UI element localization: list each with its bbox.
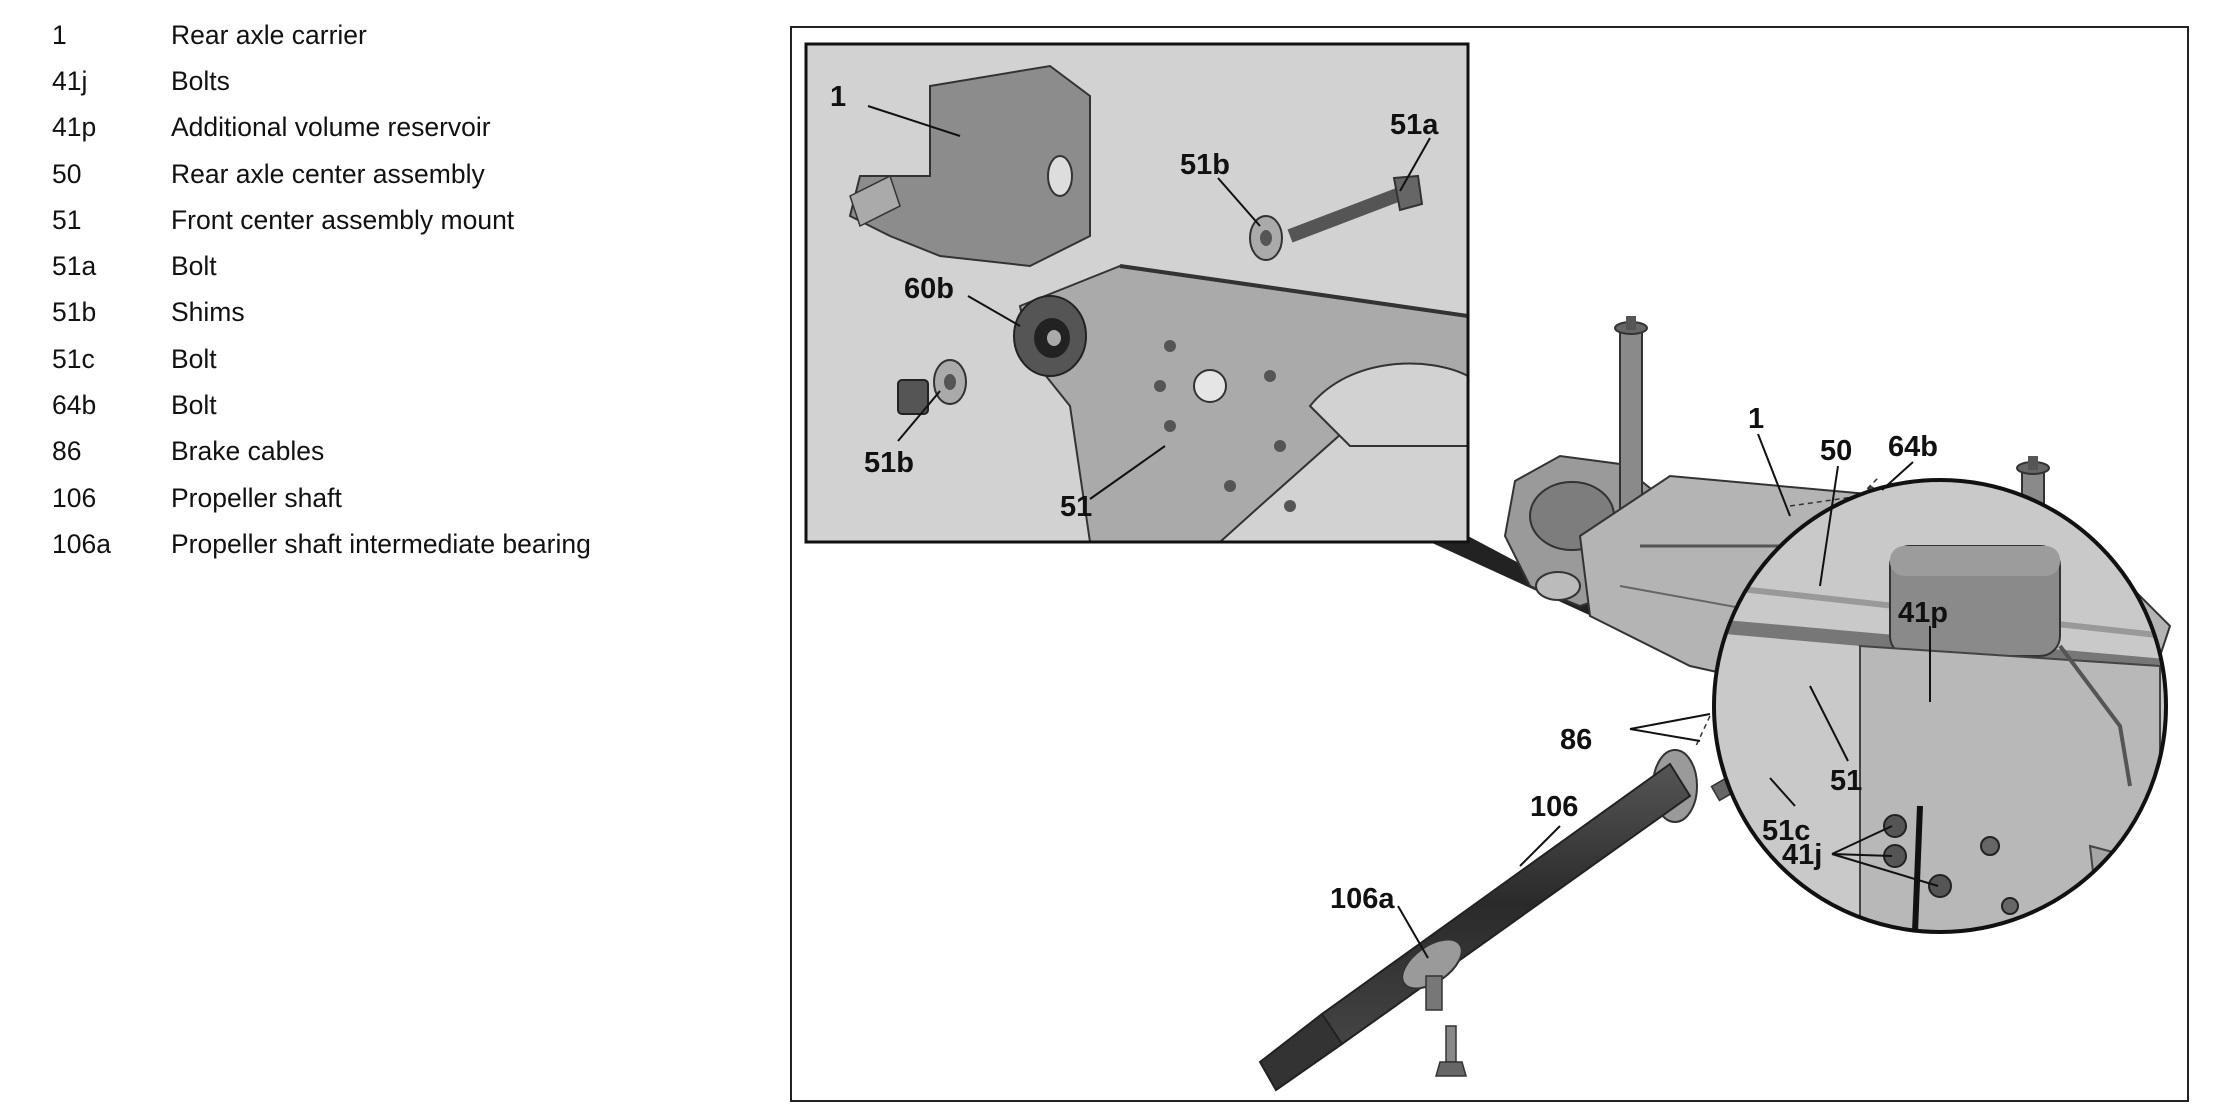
callout-60b-inset: 60b xyxy=(904,273,954,305)
callout-51b-inset-bottom: 51b xyxy=(864,447,914,479)
legend-label: Bolt xyxy=(171,343,217,374)
legend-row: 64b Bolt xyxy=(52,382,591,428)
rear-axle-diagram: 1 51a 51b 60b 51b 51 1 50 64b 86 51 51c … xyxy=(790,26,2189,1102)
legend-row: 51a Bolt xyxy=(52,243,591,289)
callout-51-inset: 51 xyxy=(1060,491,1092,523)
legend-key: 51a xyxy=(52,251,97,282)
legend-label: Bolt xyxy=(171,390,217,421)
legend-row: 86 Brake cables xyxy=(52,429,591,475)
legend-label: Bolts xyxy=(171,65,230,96)
legend-key: 106a xyxy=(52,528,111,559)
legend-label: Front center assembly mount xyxy=(171,204,515,235)
callout-51a-inset: 51a xyxy=(1390,109,1439,141)
callout-1-main: 1 xyxy=(1748,403,1764,435)
callout-51c-main: 51c xyxy=(1762,815,1810,847)
legend-row: 51b Shims xyxy=(52,290,591,336)
callout-labels: 1 51a 51b 60b 51b 51 1 50 64b 86 51 51c … xyxy=(830,81,1948,915)
legend-row: 51 Front center assembly mount xyxy=(52,197,591,243)
legend-key: 51c xyxy=(52,343,95,374)
legend-label: Propeller shaft xyxy=(171,482,342,513)
callout-86-main: 86 xyxy=(1560,724,1592,756)
legend-key: 41p xyxy=(52,112,97,143)
legend-key: 64b xyxy=(52,390,97,421)
callout-50-main: 50 xyxy=(1820,435,1852,467)
detail-circle xyxy=(1712,478,2168,934)
callout-1-inset: 1 xyxy=(830,81,846,113)
legend-label: Bolt xyxy=(171,251,217,282)
legend-label: Shims xyxy=(171,297,245,328)
callout-51b-inset-top: 51b xyxy=(1180,149,1230,181)
legend-key: 51 xyxy=(52,204,82,235)
callout-51-main: 51 xyxy=(1830,765,1862,797)
callout-106-main: 106 xyxy=(1530,791,1578,823)
legend-label: Brake cables xyxy=(171,436,325,467)
legend-row: 106a Propeller shaft intermediate bearing xyxy=(52,521,591,567)
legend-key: 50 xyxy=(52,158,82,189)
legend-key: 1 xyxy=(52,19,67,50)
callout-106a-main: 106a xyxy=(1330,883,1395,915)
legend-key: 41j xyxy=(52,65,88,96)
legend-label: Propeller shaft intermediate bearing xyxy=(171,528,591,559)
legend-label: Rear axle center assembly xyxy=(171,158,485,189)
legend-label: Rear axle carrier xyxy=(171,19,367,50)
detail-inset xyxy=(804,42,1470,544)
legend-key: 106 xyxy=(52,482,97,513)
callout-64b-main: 64b xyxy=(1888,431,1938,463)
legend-row: 41p Additional volume reservoir xyxy=(52,105,591,151)
legend-row: 51c Bolt xyxy=(52,336,591,382)
legend-row: 41j Bolts xyxy=(52,58,591,104)
legend-row: 1 Rear axle carrier xyxy=(52,12,591,58)
leader-lines xyxy=(867,105,1939,959)
legend-row: 50 Rear axle center assembly xyxy=(52,151,591,197)
legend-key: 86 xyxy=(52,436,82,467)
callout-41j-circle: 41j xyxy=(1782,839,1822,871)
legend-table: 1 Rear axle carrier 41j Bolts 41p Additiona… xyxy=(52,12,591,568)
legend-row: 106 Propeller shaft xyxy=(52,475,591,521)
legend-label: Additional volume reservoir xyxy=(171,112,491,143)
legend-key: 51b xyxy=(52,297,97,328)
callout-41p-circle: 41p xyxy=(1898,597,1948,629)
